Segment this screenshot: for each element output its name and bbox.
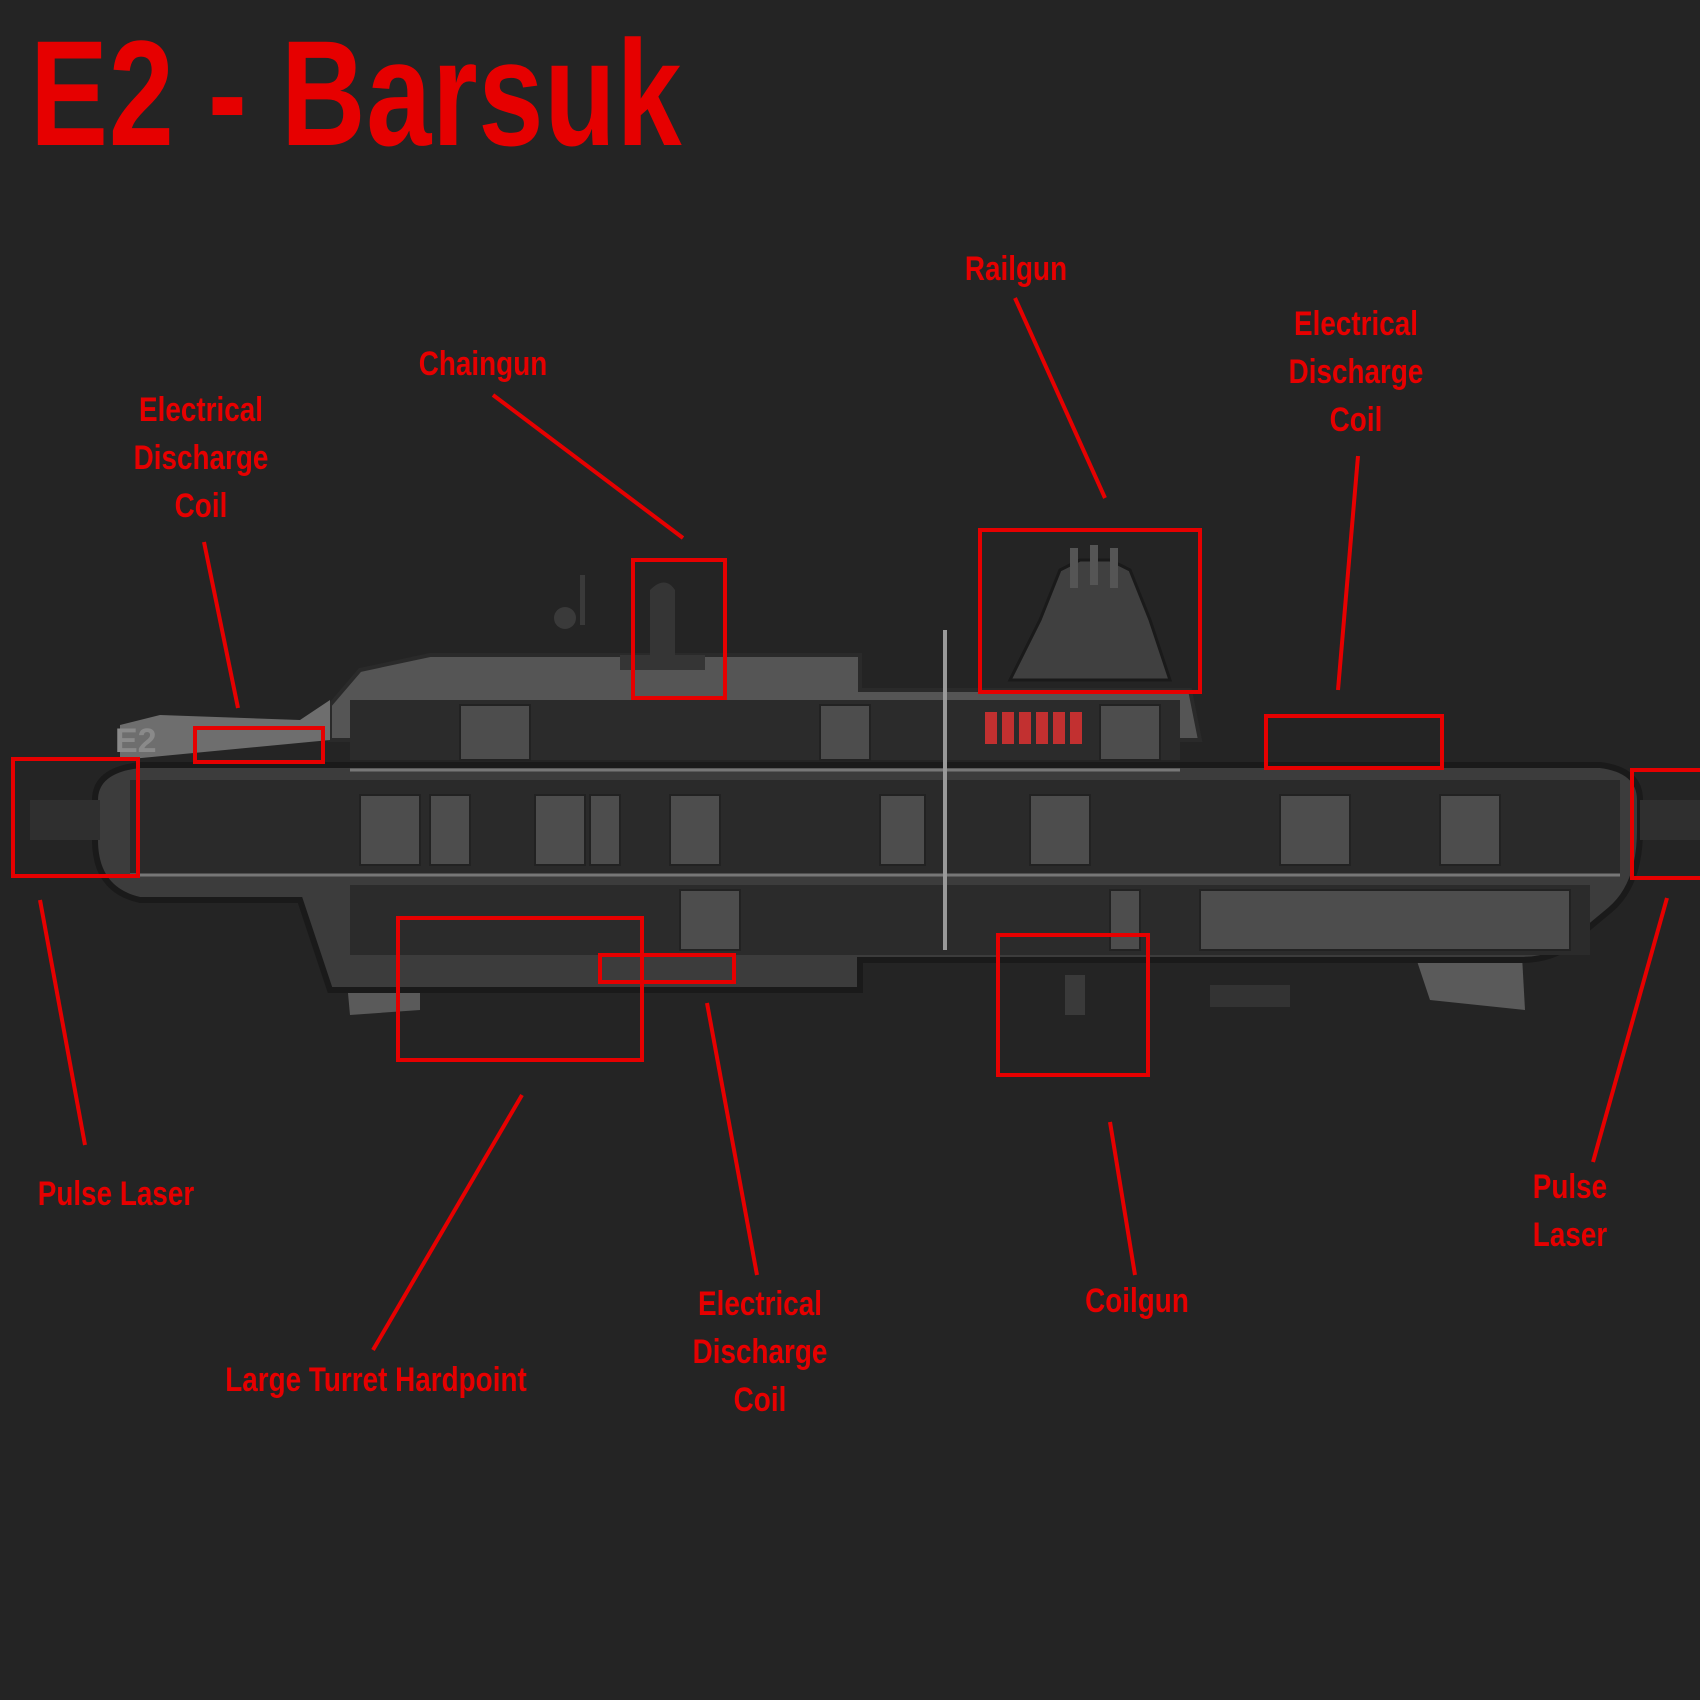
- box-edc-bottom: [598, 953, 736, 984]
- line-chaingun: [491, 393, 685, 540]
- antenna: [580, 575, 585, 625]
- callout-chaingun: Chaingun: [418, 345, 548, 383]
- line-edc-bottom: [705, 1002, 759, 1276]
- lower-pod: [1210, 985, 1290, 1007]
- callout-coilgun: Coilgun: [1085, 1282, 1189, 1320]
- hull-marking: E2: [115, 722, 157, 760]
- red-panels: [985, 712, 1082, 744]
- line-railgun: [1013, 297, 1107, 499]
- callout-edc-bottom: Electrical Discharge Coil: [692, 1285, 828, 1419]
- submarine-hull: E2: [30, 545, 1700, 1015]
- highlight-boxes: [11, 528, 1700, 1077]
- box-large-turret: [396, 916, 644, 1062]
- box-edc-top-left: [193, 726, 325, 764]
- callout-railgun: Railgun: [964, 250, 1068, 288]
- box-railgun: [978, 528, 1202, 694]
- line-edc-top-left: [202, 541, 240, 709]
- railgun-barrel-1: [1070, 548, 1078, 588]
- middle-deck: [130, 780, 1620, 875]
- callout-pulse-laser-right: Pulse Laser: [1532, 1168, 1608, 1254]
- line-coilgun: [1108, 1121, 1137, 1276]
- line-pulse-laser-left: [38, 899, 87, 1146]
- line-pulse-laser-right: [1591, 897, 1669, 1163]
- callout-edc-top-left: Electrical Discharge Coil: [133, 391, 269, 525]
- coilgun-barrel: [1065, 975, 1085, 1015]
- pulse-laser-left-barrel: [30, 800, 100, 840]
- page-title: E2 - Barsuk: [30, 9, 683, 177]
- chaingun-turret: [620, 582, 705, 670]
- callout-edc-top-right: Electrical Discharge Coil: [1288, 305, 1424, 439]
- box-pulse-laser-left: [11, 757, 140, 878]
- sensor-dome: [554, 607, 576, 629]
- callout-pulse-laser-left: Pulse Laser: [37, 1175, 195, 1213]
- box-edc-top-right: [1264, 714, 1444, 770]
- callout-large-turret: Large Turret Hardpoint: [225, 1361, 527, 1399]
- line-large-turret: [371, 1093, 524, 1352]
- pulse-laser-right-barrel: [1640, 800, 1700, 840]
- box-coilgun: [996, 933, 1150, 1077]
- leader-lines: [38, 297, 1669, 1352]
- interior-equipment: [359, 704, 1571, 951]
- railgun-barrel-3: [1110, 548, 1118, 588]
- box-chaingun: [631, 558, 727, 700]
- railgun-barrel-2: [1090, 545, 1098, 585]
- line-edc-top-right: [1336, 455, 1360, 691]
- box-pulse-laser-right: [1630, 768, 1700, 880]
